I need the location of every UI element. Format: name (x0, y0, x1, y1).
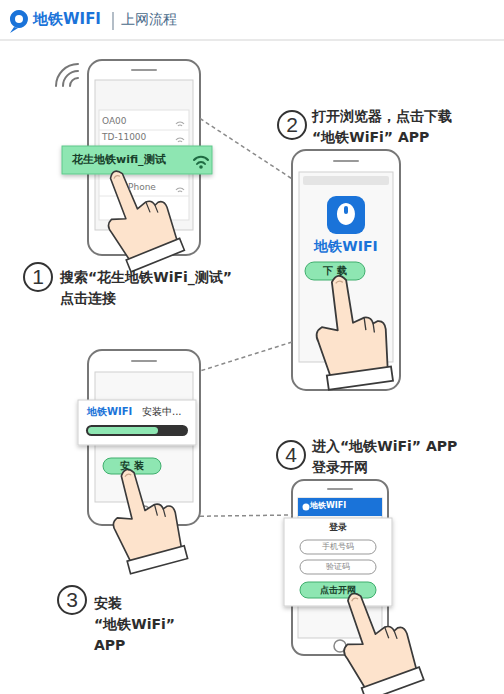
app-name: 地铁WIFI (87, 406, 132, 418)
download-button: 下 载 (305, 262, 365, 280)
open-button: 点击开网 (300, 582, 376, 598)
network-name: Phone (128, 182, 156, 193)
callout-number: 4 (276, 440, 306, 470)
panel-heading: 登录 (284, 522, 392, 532)
login-panel: 登录手机号码验证码点击开网 (284, 518, 392, 606)
dashed-connector (200, 515, 292, 516)
page-title: 上网流程 (121, 11, 177, 29)
app-name: 地铁WIFI (310, 501, 346, 511)
connector-line (200, 515, 292, 516)
button-label: 下 载 (323, 265, 346, 277)
input-field: 手机号码 (300, 540, 376, 554)
network-name: 花生地铁wifi_测试 (72, 153, 166, 166)
step-caption: 搜索“花生地铁WiFi_测试” 点击连接 (60, 267, 260, 309)
dashed-connector (200, 342, 292, 371)
phone-screen: 搜索“花生地铁WiFi_测试” 点击连接OA00TD-11000Phone花生地… (88, 60, 200, 255)
app-name: 地铁WIFI (292, 238, 400, 255)
install-popup: 地铁WIFI 安装中... (78, 400, 196, 445)
install-button: 安 装 (103, 458, 161, 474)
callout-number: 2 (277, 110, 307, 140)
brand-name: 地铁WIFI (33, 10, 101, 29)
placeholder-text: 手机号码 (322, 542, 354, 552)
wifi-entry-band: 花生地铁wifi_测试 (62, 146, 212, 174)
placeholder-text: 验证码 (326, 562, 350, 572)
phone-screen: 打开浏览器，点击下载 “地铁WiFi” APP地铁WIFI下 载 (292, 150, 400, 390)
step-caption: 进入“地铁WiFi” APP 登录开网 (312, 436, 487, 478)
input-field: 验证码 (300, 560, 376, 574)
callout-number: 3 (57, 585, 87, 615)
phone-screen: 安装“地铁WiFi” APP地铁WIFI安装中...安 装 (88, 350, 200, 525)
button-label: 安 装 (120, 460, 143, 472)
step-caption: 打开浏览器，点击下载 “地铁WiFi” APP (312, 106, 472, 148)
phone-screen: 进入“地铁WiFi” APP 登录开网地铁WIFI登录手机号码验证码点击开网 (292, 480, 388, 655)
connector-line (200, 342, 292, 371)
button-label: 点击开网 (320, 585, 356, 596)
network-name: TD-11000 (102, 132, 146, 143)
status-text: 安装中... (142, 406, 182, 418)
step-caption: 安装“地铁WiFi” APP (94, 593, 200, 656)
network-name: OA00 (102, 116, 127, 127)
callout-number: 1 (23, 262, 53, 292)
